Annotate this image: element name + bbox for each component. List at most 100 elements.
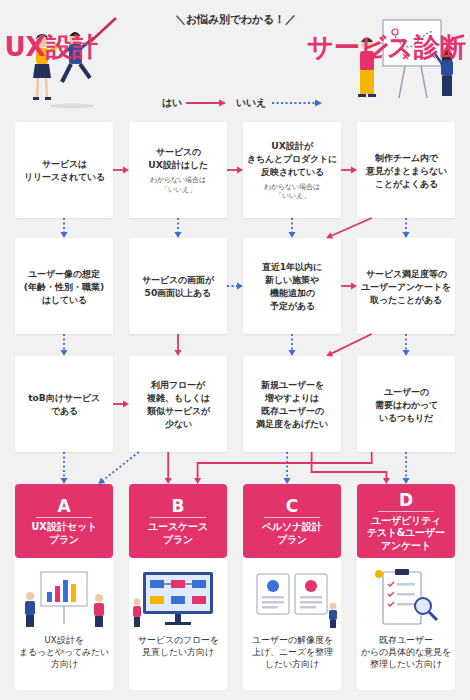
question-text: 利用フローが 複雑、もしくは 類似サービスが 少ない [131,378,225,430]
connector-line [102,452,139,481]
legend-text: はい [162,97,182,109]
connector-line [63,452,65,479]
arrow-head [289,232,296,238]
illustration-part [272,102,316,104]
plan-name: ユースケース プラン [131,521,225,546]
yes-arrow [326,218,371,239]
arrow-head [237,283,243,290]
connector-line [341,169,352,171]
man-figure [50,18,116,109]
connector-line [286,452,288,479]
plan-name: ペルソナ設計 プラン [245,521,339,546]
plan-letter: B [150,496,206,518]
question-box: 制作チーム内で 意見がまとまらない ことがよくある [357,122,455,218]
connector-line [167,452,169,479]
question-text: toB向けサービス である [17,391,111,417]
yes-arrow [165,452,172,484]
note-text: わからない場合は 「いいえ」 [131,176,225,195]
connector-line [291,334,293,351]
arrow-head [403,478,410,484]
connector-line [113,169,124,171]
illustration-part [37,78,38,98]
no-arrow [227,283,243,290]
question-box: UX設計が きちんとプロダクトに 反映されているわからない場合は 「いいえ」 [243,122,341,218]
yes-sample-arrow [186,100,226,107]
connector-line [405,452,407,479]
arrow-head [61,350,68,356]
illustration-part [441,60,453,76]
plan-card: ユーザーの解像度を 上げ、ニーズを整理 したい方向けCペルソナ設計 プラン [243,484,341,690]
arrow-head [165,478,172,484]
arrow-head [61,232,68,238]
subtitle-label: ＼お悩み別でわかる！／ [0,12,470,27]
arrow-head [98,478,105,484]
no-arrow [284,452,291,484]
illustration-part [45,97,51,100]
plan-name: UX設計セット プラン [17,521,111,546]
question-box: 直近1年以内に 新しい施策や 機能追加の 予定がある [243,238,341,334]
arrow-head [403,232,410,238]
connector-line [405,334,407,351]
no-arrow [175,218,182,238]
note-text: わからない場合は 「いいえ」 [245,183,339,202]
connector-line [177,218,179,233]
no-arrow [289,334,296,356]
yes-arrow [341,283,357,290]
question-text: 直近1年以内に 新しい施策や 機能追加の 予定がある [245,260,339,312]
yes-arrow [227,167,243,174]
question-text: 新規ユーザーを 増やすよりは 既存ユーザーの 満足度をあげたい [245,378,339,430]
illustration-part [442,76,452,96]
arrow-head [326,232,333,238]
connector-line [331,218,372,236]
whiteboard-illustration [345,14,460,110]
connector-line [227,285,238,287]
arrow-head [383,478,390,484]
arrow-head [237,167,243,174]
question-text: ユーザーの 需要はわかって いるつもりだ [359,385,453,424]
yes-arrow [113,401,129,408]
connector-line [341,285,352,287]
plan-letter: A [36,496,92,518]
illustration-part [62,64,71,82]
question-box: サービスは リリースされている [15,122,113,218]
plan-name: ユーザビリティ テスト&ユーザー アンケート [359,515,453,553]
connector-line [113,403,124,405]
connector-line [198,452,372,479]
plan-card: サービスのフローを 見直したい方向けBユースケース プラン [129,484,227,690]
question-box: 新規ユーザーを 増やすよりは 既存ユーザーの 満足度をあげたい [243,356,341,452]
illustration-part [33,97,39,100]
arrow-head [123,167,129,174]
plan-header: A UX設計セット プラン [15,484,113,558]
question-text: サービス満足度等の ユーザーアンケートを 取ったことがある [359,267,453,306]
arrow-head [289,350,296,356]
plan-card: 既存ユーザー からの具体的な意見を 整理したい方向け D ユーザビリティ テスト&ユ… [357,484,455,690]
arrow-head [326,350,333,356]
arrow-head [123,401,129,408]
question-box: toB向けサービス である [15,356,113,452]
connector-line [63,334,65,351]
plan-description: UX設計を まるっとやってみたい 方向け [15,634,113,670]
arrow-head [175,350,182,356]
question-text: サービスの UX設計はした [131,145,225,171]
connector-line [63,218,65,233]
plan-description: 既存ユーザー からの具体的な意見を 整理したい方向け [357,634,455,670]
question-text: サービスの画面が 50画面以上ある [131,273,225,299]
plan-header: B ユースケース プラン [129,484,227,558]
arrow-head [351,283,357,290]
plan-letter: D [378,490,434,512]
illustration-part [219,100,226,107]
question-text: 制作チーム内で 意見がまとまらない ことがよくある [359,151,453,190]
connector-line [291,218,293,233]
illustration-part [399,66,405,98]
yes-arrow [326,334,371,357]
no-arrow [61,218,68,238]
no-arrow [98,452,139,484]
title: UX設計 サービス診断 [0,33,470,62]
illustration-part [360,70,374,94]
connector-line [177,334,179,351]
question-box: サービス満足度等の ユーザーアンケートを 取ったことがある [357,238,455,334]
illustration-part [358,94,366,97]
question-box: 利用フローが 複雑、もしくは 類似サービスが 少ない [129,356,227,452]
question-box: サービスの画面が 50画面以上ある [129,238,227,334]
